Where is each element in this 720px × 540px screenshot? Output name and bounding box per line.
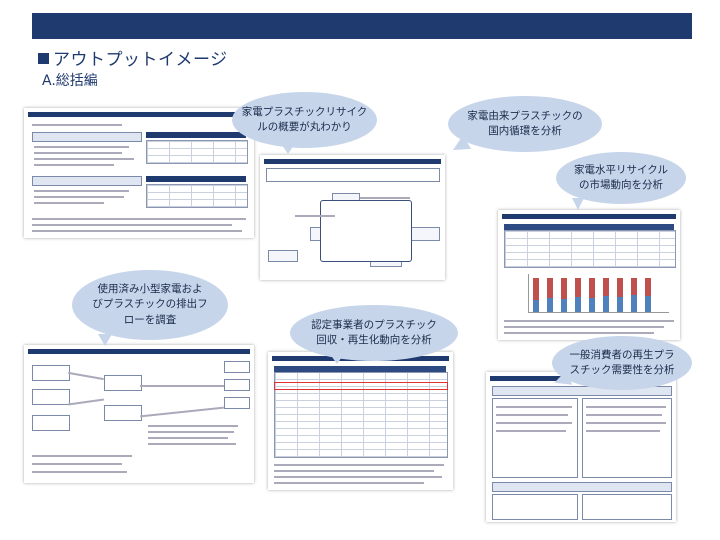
bubble-horizontal-tail — [572, 198, 584, 210]
thumbnail-horizontal-market-page — [498, 210, 680, 340]
page-title: アウトプットイメージ — [38, 45, 228, 70]
bubble-overview: 家電プラスチックリサイク ルの概要が丸わかり — [232, 92, 377, 148]
thumbnail-consumer-demand-page — [486, 372, 676, 522]
bubble-horizontal: 家電水平リサイクル の市場動向を分析 — [556, 152, 686, 204]
bubble-certified: 認定事業者のプラスチック 回収・再生化動向を分析 — [290, 305, 458, 361]
page-title-text: アウトプットイメージ — [53, 50, 228, 70]
section-subtitle: A.総括編 — [42, 73, 98, 89]
title-bar — [32, 13, 692, 39]
bubble-certified-tail — [330, 354, 344, 364]
mini-bar-chart — [528, 274, 669, 313]
thumbnail-overview-page — [24, 108, 254, 238]
square-bullet-icon — [38, 53, 49, 64]
thumbnail-small-appliance-flow-page — [24, 345, 254, 483]
thumbnail-domestic-flow-page — [260, 155, 445, 280]
bubble-consumer: 一般消費者の再生プラ スチック需要性を分析 — [552, 336, 692, 390]
bubble-domestic: 家電由来プラスチックの 国内循環を分析 — [448, 96, 602, 152]
bubble-small-appliance-tail — [98, 334, 112, 346]
bubble-small-appliance: 使用済み小型家電およ びプラスチックの排出フ ローを調査 — [72, 270, 228, 340]
thumbnail-certified-operators-page — [268, 352, 453, 490]
